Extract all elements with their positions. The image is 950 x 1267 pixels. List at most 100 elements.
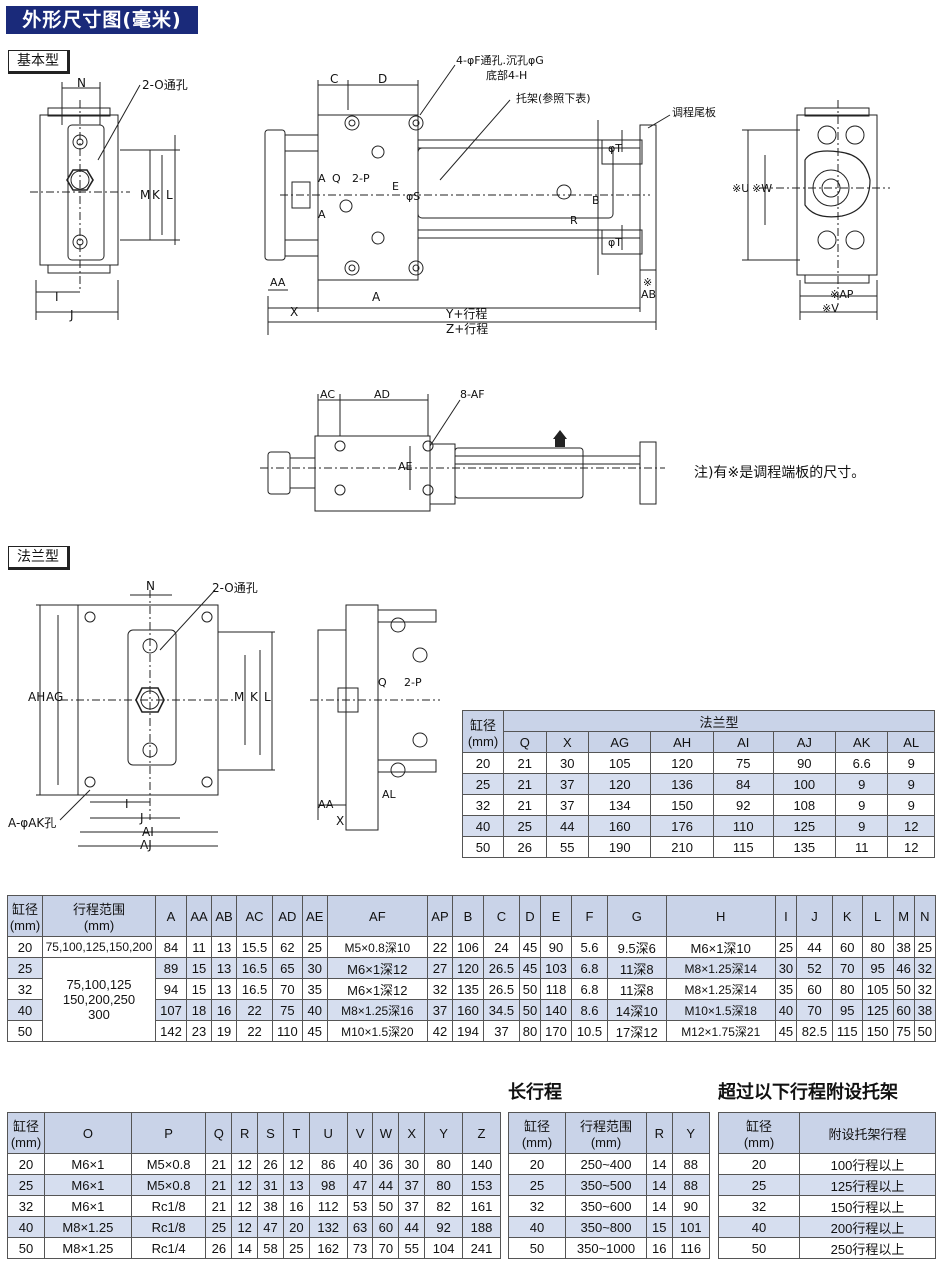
value-cell: 17深12 <box>606 1020 667 1042</box>
value-cell: 104 <box>424 1237 464 1259</box>
flange-dim-q: Q <box>378 676 387 689</box>
value-cell: 118 <box>540 978 573 1000</box>
bracket-table-bore-header: 缸径(mm) <box>718 1112 800 1154</box>
value-cell: M6×1深12 <box>326 957 428 979</box>
value-cell: 44 <box>796 936 833 958</box>
value-cell: 12 <box>887 815 935 837</box>
flange-type-drawing <box>36 589 440 847</box>
main-col-header-d: D <box>518 895 542 937</box>
value-cell: 9 <box>887 794 935 816</box>
value-cell: 37 <box>426 999 454 1021</box>
value-cell: 73 <box>346 1237 374 1259</box>
bore-cell: 32 <box>508 1195 566 1217</box>
bore-cell: 50 <box>7 1237 45 1259</box>
value-cell: 45 <box>518 957 542 979</box>
value-cell: 15 <box>185 957 213 979</box>
value-cell: 30 <box>545 752 590 774</box>
main-col-header-m: M <box>892 895 915 937</box>
value-cell: 55 <box>545 836 590 858</box>
dim-a: A <box>372 290 381 304</box>
value-cell: 107 <box>155 999 187 1021</box>
flange-col-header-aj: AJ <box>772 731 837 753</box>
bore-cell: 20 <box>462 752 504 774</box>
bore-cell: 50 <box>7 1020 43 1042</box>
main-col-header-ab: AB <box>211 895 238 937</box>
value-cell: 52 <box>796 957 833 979</box>
value-cell: 100行程以上 <box>799 1153 936 1175</box>
value-cell: 16 <box>646 1237 673 1259</box>
second-col-header-p: P <box>130 1112 207 1154</box>
bore-cell: 50 <box>508 1237 566 1259</box>
dim-ab-mark: ※ <box>643 276 653 289</box>
value-cell: 9 <box>887 773 935 795</box>
value-cell: 37 <box>545 773 590 795</box>
value-cell: Rc1/8 <box>130 1216 207 1238</box>
dim-n: N <box>77 76 86 90</box>
main-col-header-ae: AE <box>301 895 328 937</box>
value-cell: 108 <box>772 794 837 816</box>
value-cell: 55 <box>398 1237 426 1259</box>
value-cell: 89 <box>155 957 187 979</box>
main-col-header-g: G <box>606 895 667 937</box>
bore-cell: 40 <box>718 1216 800 1238</box>
second-table-bore-header: 缸径(mm) <box>7 1112 45 1154</box>
second-col-header-w: W <box>372 1112 400 1154</box>
main-col-header-c: C <box>483 895 520 937</box>
value-cell: 115 <box>712 836 774 858</box>
flange-col-header-al: AL <box>887 731 935 753</box>
value-cell: 194 <box>452 1020 484 1042</box>
value-cell: 25 <box>774 936 798 958</box>
value-cell: M10×1.5深20 <box>326 1020 428 1042</box>
value-cell: 170 <box>540 1020 573 1042</box>
value-cell: 50 <box>518 978 542 1000</box>
bore-cell: 25 <box>718 1174 800 1196</box>
value-cell: 90 <box>540 936 573 958</box>
value-cell: 40 <box>346 1153 374 1175</box>
main-col-header-ap: AP <box>426 895 454 937</box>
value-cell: 92 <box>424 1216 464 1238</box>
value-cell: 16.5 <box>236 957 274 979</box>
value-cell: 16.5 <box>236 978 274 1000</box>
dim-ac: AC <box>320 388 336 401</box>
dim-r: R <box>570 214 578 227</box>
main-table-bore-header: 缸径(mm) <box>7 895 43 937</box>
flange-dim-n: N <box>146 579 155 593</box>
stroke-range-line: 75,100,125 <box>66 977 132 992</box>
flange-dim-k: K <box>250 690 258 704</box>
second-col-header-y: Y <box>424 1112 464 1154</box>
value-cell: 9 <box>834 815 889 837</box>
value-cell: 15 <box>646 1216 673 1238</box>
flange-col-header-ah: AH <box>650 731 714 753</box>
value-cell: 40 <box>774 999 798 1021</box>
dim-u: ※U <box>732 182 750 195</box>
value-cell: 13 <box>282 1174 310 1196</box>
value-cell: 95 <box>861 957 894 979</box>
dim-ad: AD <box>374 388 390 401</box>
value-cell: 190 <box>588 836 652 858</box>
dim-ae: AE <box>398 460 413 473</box>
value-cell: Rc1/8 <box>130 1195 207 1217</box>
value-cell: 32 <box>913 957 937 979</box>
value-cell: M6×1 <box>44 1174 132 1196</box>
bore-cell: 40 <box>508 1216 566 1238</box>
value-cell: 50 <box>372 1195 400 1217</box>
main-col-header-k: K <box>831 895 863 937</box>
dim-w: ※W <box>752 182 773 195</box>
long-table-stroke-header: 行程范围(mm) <box>565 1112 647 1154</box>
bore-cell: 25 <box>462 773 504 795</box>
value-cell: 92 <box>712 794 774 816</box>
dim-p: 2-P <box>352 172 370 185</box>
value-cell: M8×1.25 <box>44 1216 132 1238</box>
main-col-header-f: F <box>571 895 608 937</box>
value-cell: 80 <box>424 1153 464 1175</box>
value-cell: 90 <box>772 752 837 774</box>
dim-j: J <box>70 308 74 322</box>
tail-plate-label: 调程尾板 <box>672 106 716 119</box>
value-cell: 132 <box>308 1216 348 1238</box>
value-cell: 25 <box>913 936 937 958</box>
value-cell: 75 <box>272 999 303 1021</box>
dim-v: ※V <box>822 302 839 315</box>
